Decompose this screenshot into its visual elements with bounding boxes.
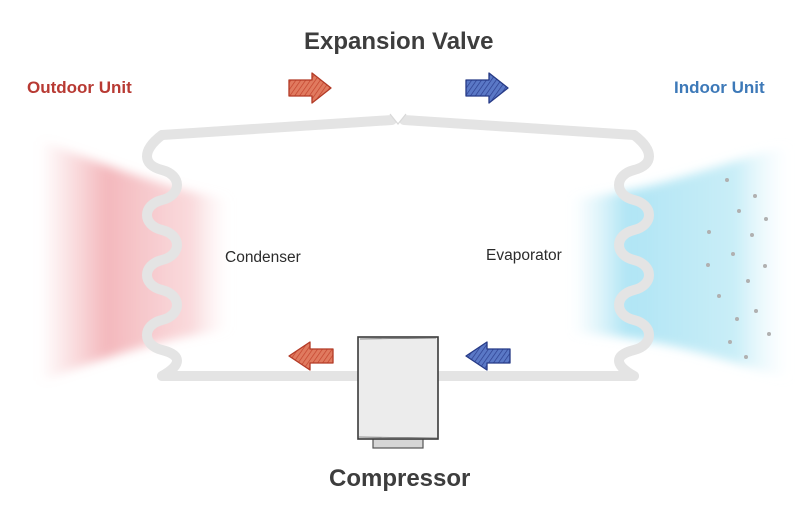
expansion-valve-notch <box>389 113 407 125</box>
expansion-valve-label: Expansion Valve <box>304 28 494 55</box>
flow-arrow-top-hot <box>288 72 332 104</box>
outdoor-heat-cloud <box>40 140 230 382</box>
flow-arrow-top-cold <box>465 72 509 104</box>
compressor-label: Compressor <box>329 465 471 492</box>
compressor-box <box>357 336 439 449</box>
indoor-particles <box>706 178 771 359</box>
flow-arrow-bottom-cold <box>465 341 511 371</box>
indoor-cold-cloud <box>572 145 790 380</box>
flow-arrow-bottom-hot <box>288 341 334 371</box>
condenser-label: Condenser <box>225 249 301 266</box>
condenser-coil <box>142 130 182 381</box>
evaporator-label: Evaporator <box>486 247 562 264</box>
indoor-unit-label: Indoor Unit <box>674 78 765 97</box>
outdoor-unit-label: Outdoor Unit <box>27 78 132 97</box>
evaporator-coil <box>614 130 654 381</box>
